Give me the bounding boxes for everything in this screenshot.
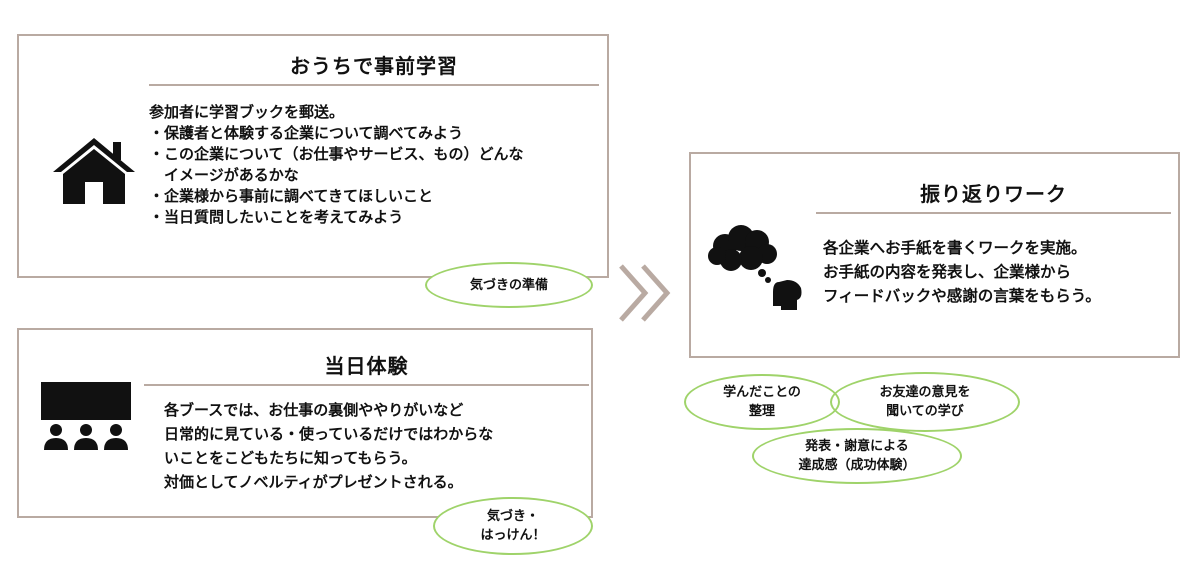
day-experience-badge: 気づき・ はっけん！ [433, 497, 593, 555]
home-study-badge: 気づきの準備 [425, 262, 593, 308]
reflection-badge-achievement: 発表・謝意による 達成感（成功体験） [752, 428, 962, 484]
home-study-title-divider [149, 84, 599, 86]
reflection-body: 各企業へお手紙を書くワークを実施。 お手紙の内容を発表し、企業様から フィードバ… [823, 239, 1101, 305]
day-experience-body: 各ブースでは、お仕事の裏側ややりがいなど 日常的に見ている・使っているだけではわ… [164, 401, 494, 491]
day-experience-title: 当日体験 [324, 354, 409, 378]
double-chevron-right-icon [615, 262, 677, 328]
house-icon [49, 132, 139, 208]
home-study-panel: おうちで事前学習 参加者に学習ブックを郵送。 ・保護者と体験する企業について調べ… [17, 34, 609, 278]
home-study-title: おうちで事前学習 [290, 54, 458, 78]
day-experience-title-divider [144, 384, 589, 386]
reflection-title: 振り返りワーク [920, 182, 1067, 206]
home-study-body: 参加者に学習ブックを郵送。 ・保護者と体験する企業について調べてみよう ・この企… [149, 103, 524, 226]
thinking-head-icon [705, 224, 805, 318]
day-experience-panel: 当日体験 各ブースでは、お仕事の裏側ややりがいなど 日常的に見ている・使っている… [17, 328, 593, 518]
audience-screen-icon [41, 382, 131, 458]
reflection-badge-learning: 学んだことの 整理 [684, 374, 840, 430]
reflection-panel: 振り返りワーク 各企業へお手紙を書くワークを実施。 お手紙の内容を発表し、企業様… [689, 152, 1180, 358]
reflection-badge-friends: お友達の意見を 聞いての学び [830, 372, 1020, 432]
reflection-title-divider [816, 212, 1171, 214]
